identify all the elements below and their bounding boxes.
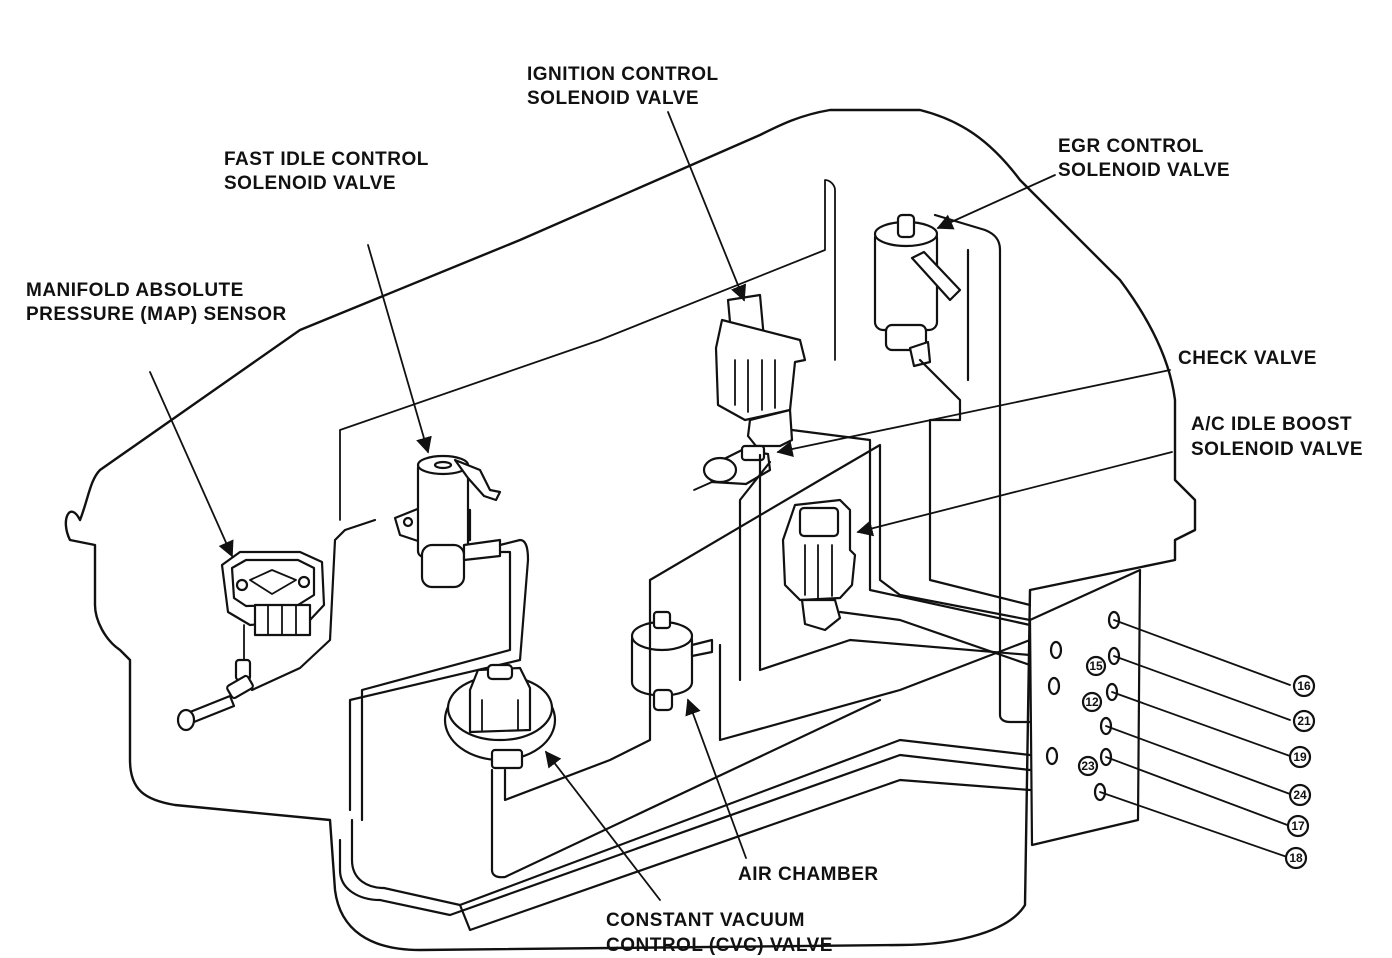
- svg-text:FAST IDLE CONTROL: FAST IDLE CONTROL: [224, 149, 429, 170]
- leader-air-chamber: [685, 698, 747, 859]
- fast-idle-solenoid: [393, 454, 502, 589]
- svg-text:SOLENOID VALVE: SOLENOID VALVE: [527, 88, 699, 109]
- egr-control-solenoid: [873, 213, 962, 368]
- label-check-valve: CHECK VALVE: [1178, 348, 1317, 369]
- svg-text:CHECK VALVE: CHECK VALVE: [1178, 348, 1317, 369]
- label-cvc-valve: CONSTANT VACUUM CONTROL (CVC) VALVE: [606, 910, 833, 956]
- hose-16-label: 16: [1297, 679, 1311, 693]
- label-map-sensor: MANIFOLD ABSOLUTE PRESSURE (MAP) SENSOR: [26, 280, 287, 325]
- svg-text:SOLENOID VALVE: SOLENOID VALVE: [1191, 439, 1363, 460]
- engine-outline: [64, 108, 1197, 952]
- ac-idle-boost-solenoid: [781, 498, 857, 632]
- label-egr-control: EGR CONTROL SOLENOID VALVE: [1058, 136, 1230, 181]
- svg-text:CONSTANT VACUUM: CONSTANT VACUUM: [606, 910, 805, 931]
- check-valve: [693, 444, 772, 491]
- port-12-label: 12: [1085, 695, 1099, 709]
- svg-text:SOLENOID VALVE: SOLENOID VALVE: [224, 173, 396, 194]
- leader-fast-idle: [367, 244, 432, 454]
- cvc-valve: [443, 663, 557, 770]
- air-chamber: [630, 610, 714, 712]
- svg-text:AIR CHAMBER: AIR CHAMBER: [738, 864, 879, 885]
- hose-19-label: 19: [1293, 750, 1307, 764]
- map-sensor: [176, 550, 326, 732]
- leader-ac-idle: [856, 451, 1173, 537]
- port-15-label: 15: [1089, 659, 1103, 673]
- svg-text:CONTROL (CVC) VALVE: CONTROL (CVC) VALVE: [606, 935, 833, 956]
- leader-cvc: [545, 750, 661, 901]
- svg-text:MANIFOLD ABSOLUTE: MANIFOLD ABSOLUTE: [26, 280, 244, 301]
- panel-port-numbers: 15 12 23: [1077, 655, 1107, 777]
- label-air-chamber: AIR CHAMBER: [738, 864, 879, 885]
- label-ac-idle-boost: A/C IDLE BOOST SOLENOID VALVE: [1191, 414, 1363, 460]
- label-ignition-control: IGNITION CONTROL SOLENOID VALVE: [527, 64, 719, 109]
- svg-text:PRESSURE (MAP) SENSOR: PRESSURE (MAP) SENSOR: [26, 304, 287, 325]
- hose-number-callouts: 16 21 19 24 17 18: [1284, 674, 1316, 870]
- leader-egr: [936, 174, 1056, 230]
- svg-text:IGNITION CONTROL: IGNITION CONTROL: [527, 64, 719, 85]
- leader-check: [776, 369, 1171, 457]
- leader-map: [149, 371, 234, 558]
- hose-24-label: 24: [1293, 788, 1307, 802]
- port-23-label: 23: [1081, 759, 1095, 773]
- ignition-control-solenoid: [714, 293, 807, 448]
- svg-text:SOLENOID VALVE: SOLENOID VALVE: [1058, 160, 1230, 181]
- hose-18-label: 18: [1289, 851, 1303, 865]
- hose-17-label: 17: [1291, 819, 1305, 833]
- svg-text:EGR CONTROL: EGR CONTROL: [1058, 136, 1204, 157]
- label-fast-idle: FAST IDLE CONTROL SOLENOID VALVE: [224, 149, 429, 194]
- leader-ignition: [667, 111, 747, 302]
- hose-21-label: 21: [1297, 714, 1311, 728]
- svg-text:A/C IDLE BOOST: A/C IDLE BOOST: [1191, 414, 1352, 435]
